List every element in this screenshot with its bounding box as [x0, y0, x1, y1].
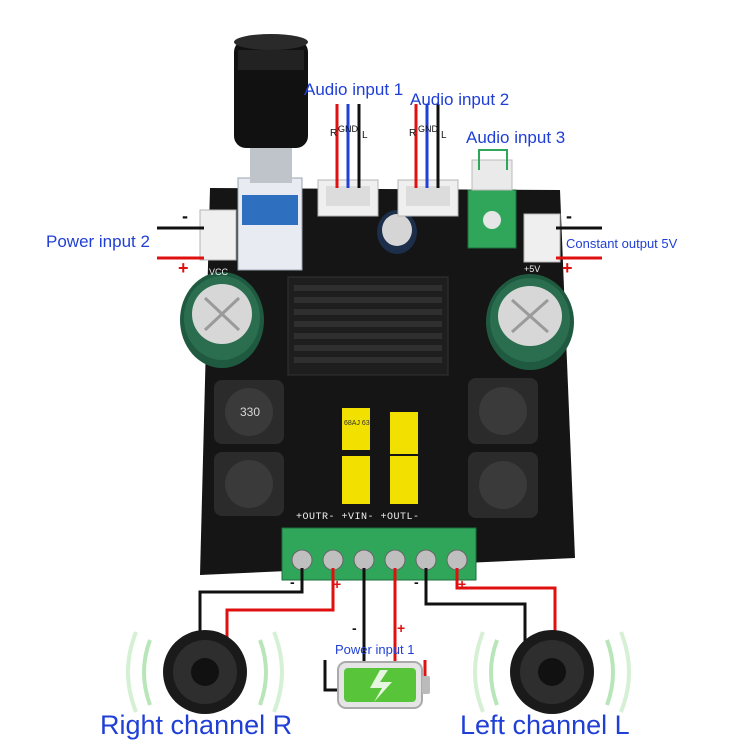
film-cap-marking: 68AJ 63 — [344, 420, 370, 427]
inductor-bl — [214, 452, 284, 516]
audio-jack-3[interactable] — [467, 159, 517, 249]
left-speaker-wires — [424, 568, 557, 660]
vin-minus: - — [352, 620, 357, 636]
film-capacitors — [342, 408, 418, 504]
outr-minus: - — [290, 574, 295, 590]
capacitor-left — [180, 272, 264, 368]
constant-output-label: Constant output 5V — [566, 236, 678, 251]
audio-input-1-label: Audio input 1 — [304, 80, 404, 99]
output-5v-wires — [556, 226, 602, 260]
audio-input-3-leader — [478, 149, 508, 170]
vin-plus: + — [397, 620, 406, 636]
audio-input-1-wires — [335, 104, 361, 188]
pin-l-2: L — [441, 130, 447, 141]
left-channel-label: Left channel L — [460, 710, 630, 740]
right-speaker — [126, 630, 284, 714]
terminal-silkscreen: +OUTR- +VIN- +OUTL- — [296, 512, 420, 523]
power-input-2-connector[interactable] — [199, 209, 237, 261]
inductor-br — [468, 452, 538, 518]
vcc-silkscreen: VCC — [209, 267, 229, 277]
out5v-plus: + — [562, 258, 573, 278]
inductor-tl — [214, 380, 284, 444]
amplifier-board — [180, 34, 575, 581]
outl-minus: - — [414, 574, 419, 590]
terminal-block[interactable] — [281, 527, 477, 581]
right-channel-label: Right channel R — [100, 710, 293, 740]
battery-icon — [337, 661, 430, 709]
plus5v-silkscreen: +5V — [524, 264, 541, 274]
audio-input-2-label: Audio input 2 — [410, 90, 510, 109]
power-input-1-label: Power input 1 — [335, 642, 415, 657]
power-input-2-wires — [157, 226, 204, 260]
left-speaker — [473, 630, 631, 714]
outr-plus: + — [333, 576, 342, 592]
pin-r-2: R — [409, 128, 417, 139]
volume-knob[interactable] — [234, 34, 308, 271]
out5v-minus: - — [566, 206, 572, 226]
capacitor-right — [486, 274, 574, 370]
power-2-plus: + — [178, 258, 189, 278]
heatsink — [287, 276, 449, 376]
output-5v-connector[interactable] — [523, 213, 561, 263]
pin-r-1: R — [330, 128, 338, 139]
audio-input-3-label: Audio input 3 — [466, 128, 566, 147]
pin-gnd-1: GND — [338, 124, 358, 134]
outl-plus: + — [458, 576, 467, 592]
inductor-marking: 330 — [240, 405, 261, 419]
inductor-tr — [468, 378, 538, 444]
power-input-2-label: Power input 2 — [46, 232, 150, 251]
small-capacitor — [377, 210, 417, 254]
pin-gnd-2: GND — [418, 124, 438, 134]
power-2-minus: - — [182, 206, 188, 226]
audio-input-2-wires — [414, 104, 440, 188]
pin-l-1: L — [362, 130, 368, 141]
